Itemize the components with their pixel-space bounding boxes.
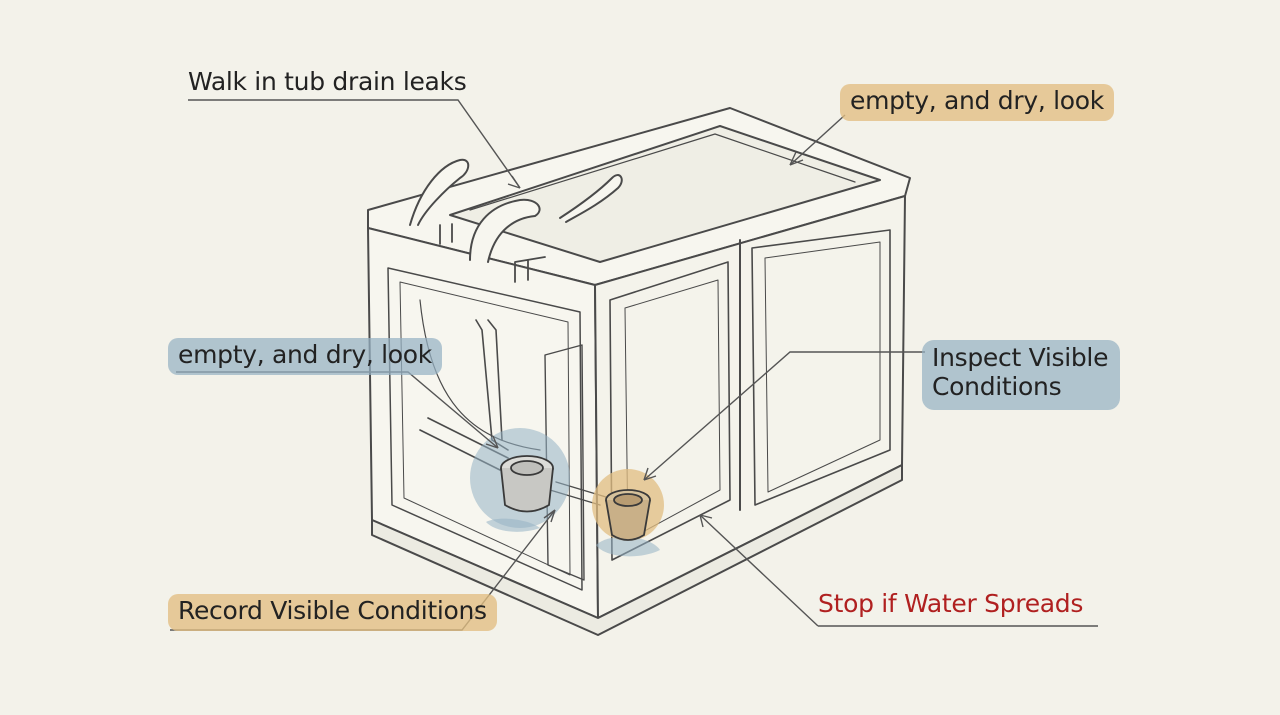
label-inspect-visible-conditions: Inspect Visible Conditions xyxy=(922,340,1121,410)
label-inspect-line1: Inspect Visible xyxy=(932,343,1109,372)
spout xyxy=(469,198,541,263)
hand-shower xyxy=(409,158,470,226)
label-inspect-line2: Conditions xyxy=(932,371,1062,401)
label-record-visible-conditions: Record Visible Conditions xyxy=(168,594,497,631)
grab-bar xyxy=(559,174,623,223)
label-empty-dry-look-top: empty, and dry, look xyxy=(840,84,1114,121)
label-walk-in-tub-drain-leaks: Walk in tub drain leaks xyxy=(188,67,467,96)
label-stop-if-water-spreads: Stop if Water Spreads xyxy=(818,589,1084,618)
label-empty-dry-look-left: empty, and dry, look xyxy=(168,338,442,375)
tub-basin xyxy=(449,125,881,263)
